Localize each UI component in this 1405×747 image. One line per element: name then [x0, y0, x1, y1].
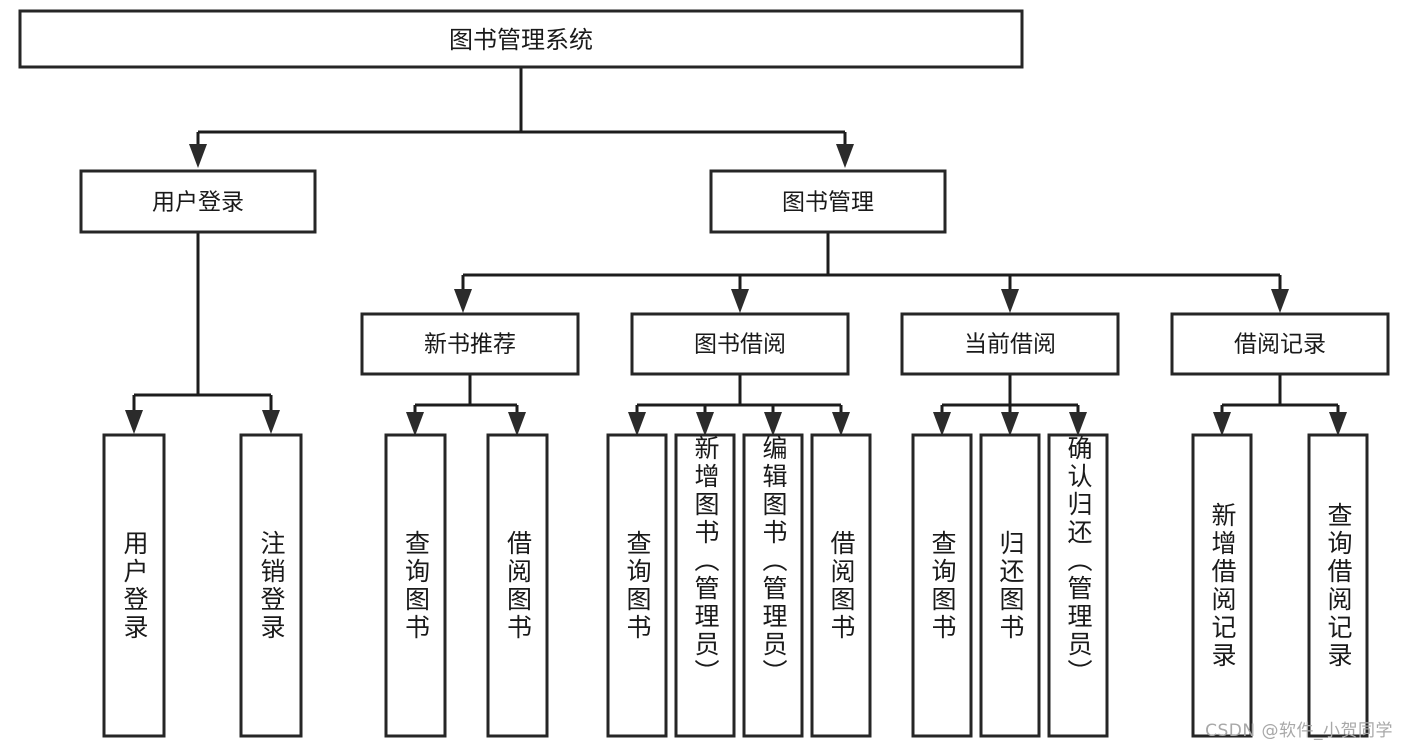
leaf-box-return-book[interactable]	[979, 433, 1041, 738]
connector-current-to-leaves	[933, 374, 1087, 436]
leaf-box-query-borrow-record[interactable]	[1307, 433, 1369, 738]
node-current-borrow-label: 当前借阅	[964, 332, 1056, 358]
connector-bookmanage-to-level3	[454, 232, 1289, 313]
leaf-box-user-login[interactable]	[102, 433, 166, 738]
leaf-box-edit-book-admin[interactable]	[742, 433, 804, 738]
leaf-box-add-borrow-record[interactable]	[1191, 433, 1253, 738]
arrow-to-book-manage	[836, 144, 854, 168]
leaf-box-logout[interactable]	[239, 433, 303, 738]
leaf-box-query-book-2[interactable]	[606, 433, 668, 738]
leaf-box-query-book-3[interactable]	[911, 433, 973, 738]
leaf-box-confirm-return-admin[interactable]	[1047, 433, 1109, 738]
connector-root-to-level2	[189, 67, 854, 168]
node-book-management-label: 图书管理	[782, 190, 874, 216]
leaf-box-borrow-book-2[interactable]	[810, 433, 872, 738]
node-user-login[interactable]: 用户登录	[79, 169, 317, 234]
node-root-label: 图书管理系统	[449, 26, 593, 54]
node-new-book-recommend-label: 新书推荐	[424, 332, 516, 358]
leaf-box-add-book-admin[interactable]	[674, 433, 736, 738]
node-borrow-record-label: 借阅记录	[1234, 332, 1326, 358]
node-book-borrow[interactable]: 图书借阅	[630, 312, 850, 376]
watermark-text: CSDN @软件_小贺同学	[1205, 721, 1393, 741]
node-new-book-recommend[interactable]: 新书推荐	[360, 312, 580, 376]
connector-borrow-to-leaves	[628, 374, 850, 436]
node-book-borrow-label: 图书借阅	[694, 332, 786, 358]
node-user-login-label: 用户登录	[152, 190, 244, 216]
node-root-system[interactable]: 图书管理系统	[18, 9, 1024, 69]
connector-newbook-to-leaves	[406, 374, 526, 436]
node-borrow-record[interactable]: 借阅记录	[1170, 312, 1390, 376]
node-book-management[interactable]: 图书管理	[709, 169, 947, 234]
leaf-box-query-book-1[interactable]	[384, 433, 447, 738]
node-current-borrow[interactable]: 当前借阅	[900, 312, 1120, 376]
arrow-to-user-login	[189, 144, 207, 168]
connector-userlogin-to-leaves	[125, 232, 280, 434]
connector-record-to-leaves	[1213, 374, 1347, 436]
leaf-box-borrow-book-1[interactable]	[486, 433, 549, 738]
